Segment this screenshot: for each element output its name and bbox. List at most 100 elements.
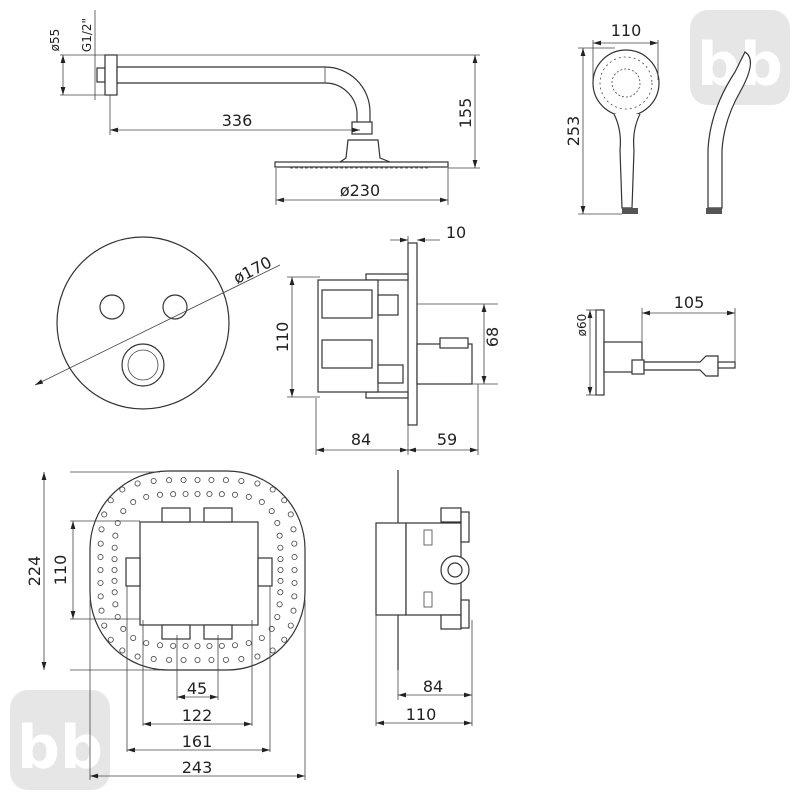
perforation-dot (287, 511, 294, 518)
perforation-dot (112, 601, 119, 608)
perforation-dot (245, 493, 252, 500)
perforation-dot (258, 634, 265, 641)
outlet-length-label: 105 (674, 293, 705, 312)
perforation-dot (156, 642, 163, 649)
perforation-dot (291, 540, 298, 547)
hand-shower-width-label: 110 (611, 21, 642, 40)
dim-161-label: 161 (182, 732, 213, 751)
perforation-dot (277, 567, 284, 574)
perforation-dot (276, 532, 283, 539)
body-depth-label: 84 (351, 430, 371, 449)
perforation-dot (114, 520, 121, 527)
perforation-dot (107, 497, 114, 504)
perforation-dot (281, 636, 288, 643)
perforation-dot (218, 491, 225, 498)
perforation-dot (194, 657, 201, 664)
perforation-dot (277, 556, 284, 563)
outlet-diameter-label: ø60 (575, 314, 589, 337)
perforation-dot (274, 613, 281, 620)
perforation-dot (101, 511, 108, 518)
perforation-dot (238, 477, 245, 484)
shower-arm-view: ø55 G1/2" 336 155 ø230 (48, 10, 480, 205)
svg-text:bb: bb (17, 713, 103, 783)
perforation-dot (290, 526, 297, 533)
box-depth-outer-label: 110 (406, 705, 437, 724)
perforation-dot (111, 556, 118, 563)
perforation-dot (150, 656, 157, 663)
perforation-dot (254, 653, 261, 660)
arm-drop-label: 155 (456, 98, 475, 129)
hand-shower-length-label: 253 (564, 116, 583, 147)
perforation-dot (232, 491, 239, 498)
perforation-dot (170, 491, 177, 498)
perforation-dot (268, 625, 275, 632)
perforation-dot (287, 622, 294, 629)
perforation-dot (281, 497, 288, 504)
perforation-dot (277, 589, 284, 596)
perforation-dot (101, 622, 108, 629)
perforation-dot (166, 477, 173, 484)
perforation-dot (170, 642, 177, 649)
perforation-dot (143, 640, 150, 647)
dim-122-label: 122 (182, 706, 213, 725)
perforation-dot (180, 477, 187, 484)
perforation-dot (112, 532, 119, 539)
perforation-dot (291, 579, 298, 586)
dim-243-label: 243 (182, 758, 213, 777)
perforation-dot (97, 540, 104, 547)
hand-shower-view: 110 253 (564, 21, 751, 215)
perforation-dot (277, 577, 284, 584)
perforation-dot (130, 499, 137, 506)
perforation-dot (97, 579, 104, 586)
perforation-dot (111, 577, 118, 584)
box-inner-height-label: 110 (51, 555, 70, 586)
flange-diameter-label: ø55 (48, 29, 62, 52)
perforation-dot (194, 643, 201, 650)
perforation-dot (206, 491, 213, 498)
perforation-dot (276, 601, 283, 608)
perforation-dot (97, 567, 104, 574)
perforation-dot (208, 477, 215, 484)
perforation-dot (107, 636, 114, 643)
box-side-view: 84 110 (375, 470, 473, 726)
perforation-dot (111, 544, 118, 551)
perforation-dot (97, 593, 104, 600)
perforation-dot (206, 642, 213, 649)
perforation-dot (119, 647, 126, 654)
perforation-dot (238, 656, 245, 663)
perforation-dot (134, 480, 141, 487)
box-height-label: 224 (25, 556, 44, 587)
outlet-offset-label: 68 (483, 327, 502, 347)
perforation-dot (222, 477, 229, 484)
perforation-dot (218, 642, 225, 649)
perforation-dot (194, 490, 201, 497)
perforation-dot (290, 607, 297, 614)
perforation-dot (97, 554, 104, 561)
mixer-height-label: 110 (273, 322, 292, 353)
perforation-dot (98, 607, 105, 614)
plate-thickness-label: 10 (446, 223, 466, 242)
perforation-dot (111, 567, 118, 574)
perforation-dot (208, 656, 215, 663)
perforation-dot (269, 486, 276, 493)
box-depth-inner-label: 84 (423, 677, 443, 696)
perforation-dot (143, 493, 150, 500)
perforation-dot (166, 656, 173, 663)
perforation-dot (130, 634, 137, 641)
front-depth-label: 59 (437, 430, 457, 449)
box-front-view: 224 110 45 122 161 243 (25, 470, 306, 780)
perforation-dot (182, 642, 189, 649)
perforation-dot (120, 625, 127, 632)
perforation-dot (134, 653, 141, 660)
perforation-dot (274, 520, 281, 527)
perforation-dot (254, 480, 261, 487)
plate-diameter-label: ø170 (230, 252, 275, 287)
perforation-dot (120, 508, 127, 515)
head-diameter-label: ø230 (340, 181, 380, 200)
perforation-dot (111, 589, 118, 596)
perforation-dot (182, 491, 189, 498)
perforation-dot (180, 656, 187, 663)
perforation-dot (291, 554, 298, 561)
perforation-dot (156, 491, 163, 498)
